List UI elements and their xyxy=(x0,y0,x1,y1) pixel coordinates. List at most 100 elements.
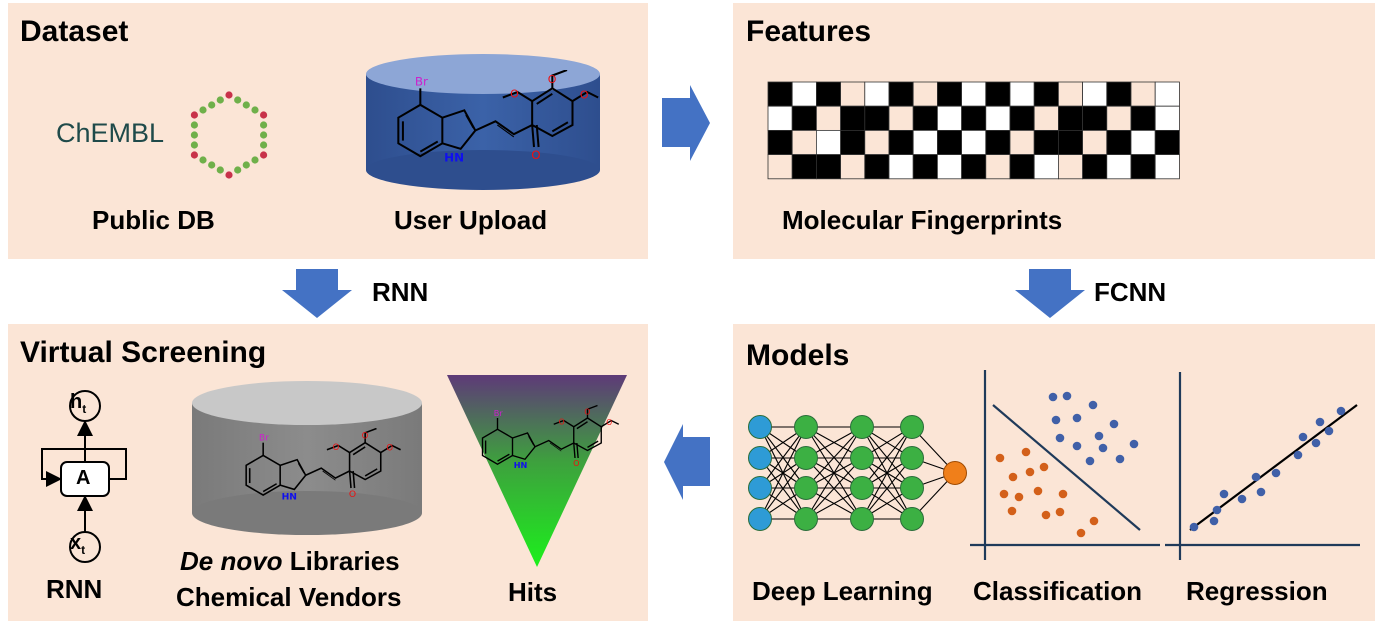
hits-funnel xyxy=(447,375,627,567)
fingerprint-bit xyxy=(985,154,1011,180)
arrow-down-rnn-icon xyxy=(282,269,352,318)
hidden-node xyxy=(794,476,818,500)
input-node xyxy=(748,415,772,439)
fingerprint-bit xyxy=(888,81,914,107)
fingerprint-bit xyxy=(1082,81,1108,107)
class-a-point xyxy=(1098,443,1108,453)
fingerprint-bit xyxy=(1154,129,1180,155)
fingerprint-bit xyxy=(1106,154,1132,180)
fingerprint-bit xyxy=(1058,129,1084,155)
user-upload-database xyxy=(366,54,600,190)
hidden-node xyxy=(850,446,874,470)
regression-point xyxy=(1336,406,1346,416)
fingerprint-bit xyxy=(1009,81,1035,107)
fingerprint-bit xyxy=(816,105,842,131)
fingerprint-bit xyxy=(912,129,938,155)
fingerprint-bit xyxy=(864,105,890,131)
fingerprint-bit xyxy=(912,105,938,131)
rnn-arrow-label: RNN xyxy=(372,277,429,307)
regression-point xyxy=(1212,505,1222,515)
fingerprint-bit xyxy=(767,105,793,131)
fingerprint-bit xyxy=(767,154,793,180)
input-node xyxy=(748,507,772,531)
chembl-dot xyxy=(260,131,268,139)
chembl-dot xyxy=(190,141,198,149)
features-title: Features xyxy=(746,15,872,48)
fingerprint-bit xyxy=(985,129,1011,155)
fingerprint-bit xyxy=(864,129,890,155)
fingerprint-bit xyxy=(888,129,914,155)
fingerprint-bit xyxy=(840,81,866,107)
rnn-input: xt xyxy=(70,532,86,557)
chembl-dot xyxy=(242,101,250,109)
fingerprint-bit xyxy=(767,129,793,155)
regression-point xyxy=(1189,522,1199,532)
chembl-dot xyxy=(225,91,233,99)
fingerprint-bit xyxy=(840,129,866,155)
hidden-node xyxy=(850,507,874,531)
fingerprint-bit xyxy=(1058,154,1084,180)
fingerprint-bit xyxy=(1130,154,1156,180)
class-b-point xyxy=(995,453,1005,463)
class-b-point xyxy=(1025,467,1035,477)
chembl-dot xyxy=(190,121,198,129)
fingerprint-bit xyxy=(985,81,1011,107)
fingerprint-bit xyxy=(1082,105,1108,131)
rnn-cell-label: A xyxy=(76,467,91,489)
fingerprint-bit xyxy=(791,129,817,155)
fingerprint-bit xyxy=(961,105,987,131)
chembl-dot xyxy=(190,151,198,159)
fingerprint-bit xyxy=(1106,105,1132,131)
fingerprint-bit xyxy=(1106,81,1132,107)
input-node xyxy=(748,446,772,470)
deep-learning-label: Deep Learning xyxy=(752,576,933,606)
fingerprint-bit xyxy=(1154,81,1180,107)
fingerprint-bit xyxy=(816,81,842,107)
fingerprint-bit xyxy=(985,105,1011,131)
class-b-point xyxy=(1055,507,1065,517)
chembl-dot xyxy=(216,96,224,104)
fingerprint-bit xyxy=(1033,154,1059,180)
fingerprint-bit xyxy=(937,129,963,155)
libraries-database xyxy=(192,381,422,535)
hidden-node xyxy=(900,446,924,470)
fingerprint-bit xyxy=(1033,105,1059,131)
class-a-point xyxy=(1055,433,1065,443)
classification-plot xyxy=(970,370,1160,560)
fingerprint-bit xyxy=(1009,129,1035,155)
chembl-dot xyxy=(260,121,268,129)
fingerprint-bit xyxy=(1106,129,1132,155)
class-a-point xyxy=(1072,441,1082,451)
fingerprints-label: Molecular Fingerprints xyxy=(782,205,1063,235)
fingerprint-bit xyxy=(1033,81,1059,107)
fingerprint-bit xyxy=(1154,154,1180,180)
class-a-point xyxy=(1085,456,1095,466)
class-a-point xyxy=(1048,392,1058,402)
chembl-dot xyxy=(260,151,268,159)
fingerprint-bit xyxy=(1009,154,1035,180)
chembl-dot xyxy=(208,161,216,169)
class-a-point xyxy=(1129,439,1139,449)
hidden-node xyxy=(900,415,924,439)
regression-point xyxy=(1271,468,1281,478)
neural-network-diagram xyxy=(748,415,967,531)
models-title: Models xyxy=(746,339,850,372)
rnn-hidden-state: ht xyxy=(70,391,87,416)
fingerprint-bit xyxy=(816,154,842,180)
fingerprint-bit xyxy=(1130,105,1156,131)
rnn-cell-diagram xyxy=(41,390,127,563)
class-a-point xyxy=(1088,400,1098,410)
fingerprint-bit xyxy=(1130,129,1156,155)
user-upload-label: User Upload xyxy=(394,205,548,235)
output-node xyxy=(943,461,967,485)
regression-point xyxy=(1293,450,1303,460)
chembl-dot xyxy=(251,106,259,114)
fingerprint-bit xyxy=(791,154,817,180)
hidden-node xyxy=(794,415,818,439)
hidden-node xyxy=(794,507,818,531)
class-a-point xyxy=(1109,419,1119,429)
fingerprint-bit xyxy=(864,154,890,180)
fingerprint-bit xyxy=(1082,154,1108,180)
fingerprint-bit xyxy=(961,129,987,155)
class-a-point xyxy=(1115,454,1125,464)
